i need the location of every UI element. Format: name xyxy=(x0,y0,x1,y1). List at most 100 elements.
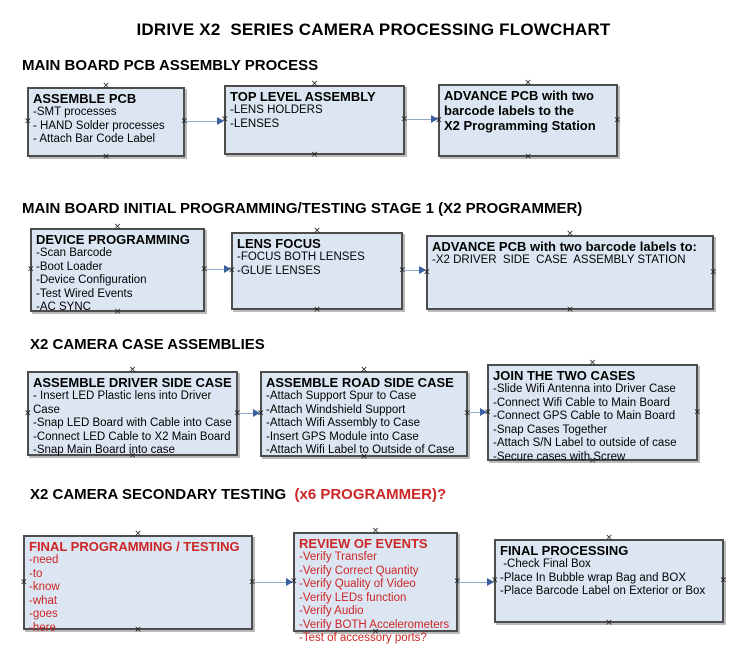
flow-arrow xyxy=(239,409,260,418)
box-item: -Device Configuration xyxy=(36,274,147,286)
box-title: REVIEW OF EVENTS xyxy=(299,536,428,551)
box-item: -Attach Wifi Assembly to Case xyxy=(266,417,421,429)
box-title: DEVICE PROGRAMMING xyxy=(36,232,190,247)
box-item: -Attach Support Spur to Case xyxy=(266,390,417,402)
flow-arrow xyxy=(406,115,438,124)
anchor-top-icon: × xyxy=(588,358,597,368)
box-item: -Attach S/N Label to outside of case xyxy=(493,437,677,449)
box-item: -here xyxy=(29,621,56,634)
flow-box-join-the-two-cases: JOIN THE TWO CASES -Slide Wifi Antenna i… xyxy=(484,359,701,466)
box-item: -AC SYNC xyxy=(36,301,91,313)
box-title: TOP LEVEL ASSEMBLY xyxy=(230,89,376,104)
anchor-bottom-icon: × xyxy=(605,618,613,628)
box-item: -X2 DRIVER SIDE CASE ASSEMBLY STATION xyxy=(432,254,686,266)
box-item: -Connect Wifi Cable to Main Board xyxy=(493,396,671,409)
box-item: -to xyxy=(29,567,43,580)
flow-arrow xyxy=(206,265,231,274)
anchor-top-icon: × xyxy=(102,81,110,91)
box-item: -Secure cases with Screw xyxy=(493,450,626,463)
flow-box-review-of-events: REVIEW OF EVENTS -Verify Transfer -Verif… xyxy=(290,527,461,645)
section-heading-initial-programming: MAIN BOARD INITIAL PROGRAMMING/TESTING S… xyxy=(22,200,583,217)
box-item: - Attach Bar Code Label xyxy=(33,133,156,145)
box-item: -Connect LED Cable to X2 Main Board xyxy=(33,430,231,443)
anchor-top-icon: × xyxy=(128,365,137,375)
flow-arrow xyxy=(469,408,487,417)
anchor-left-icon: × xyxy=(20,577,28,587)
flow-box-lens-focus: LENS FOCUS -FOCUS BOTH LENSES -GLUE LENS… xyxy=(228,227,406,315)
anchor-right-icon: × xyxy=(719,575,727,586)
anchor-bottom-icon: × xyxy=(310,150,319,160)
box-item: -Attach Windshield Support xyxy=(266,403,406,416)
box-item: -Verify Audio xyxy=(299,605,364,617)
box-item: -Verify BOTH Accelerometers xyxy=(299,618,450,631)
flow-arrow xyxy=(459,578,494,587)
box-title: JOIN THE TWO CASES xyxy=(493,368,636,383)
flow-arrow xyxy=(254,578,293,587)
flow-box-top-level-assembly: TOP LEVEL ASSEMBLY -LENS HOLDERS -LENSES… xyxy=(221,80,408,160)
box-item: -Verify Correct Quantity xyxy=(299,564,419,577)
page-title: IDRIVE X2 SERIES CAMERA PROCESSING FLOWC… xyxy=(136,20,611,39)
heading-red-part: (x6 PROGRAMMER)? xyxy=(294,486,447,503)
flow-box-assemble-driver-side-case: ASSEMBLE DRIVER SIDE CASE - Insert LED P… xyxy=(24,366,241,461)
anchor-top-icon: × xyxy=(134,529,142,539)
box-item: -Insert GPS Module into Case xyxy=(266,430,419,443)
flow-box-assemble-pcb: ASSEMBLE PCB -SMT processes - HAND Solde… xyxy=(24,82,188,162)
box-item: -Snap Cases Together xyxy=(493,423,608,436)
anchor-bottom-icon: × xyxy=(313,305,321,315)
section-heading-case-assemblies: X2 CAMERA CASE ASSEMBLIES xyxy=(30,336,265,353)
box-item: -LENSES xyxy=(230,117,280,130)
flow-box-final-processing: FINAL PROCESSING -Check Final Box -Place… xyxy=(491,534,727,628)
box-item: -Verify Quality of Video xyxy=(299,578,416,590)
anchor-right-icon: × xyxy=(709,267,717,277)
box-title: ASSEMBLE DRIVER SIDE CASE xyxy=(33,375,232,390)
box-item: -Scan Barcode xyxy=(36,247,113,259)
flow-box-advance-pcb-programming: ADVANCE PCB with two barcode labels to t… xyxy=(435,79,621,162)
box-title: FINAL PROCESSING xyxy=(500,543,629,558)
box-item: -Connect GPS Cable to Main Board xyxy=(493,410,676,422)
flow-arrow xyxy=(186,117,224,126)
box-item: -Test Wired Events xyxy=(36,287,133,300)
anchor-left-icon: × xyxy=(24,116,32,127)
box-item: -LENS HOLDERS xyxy=(230,104,323,116)
flow-box-advance-pcb-driver-side: ADVANCE PCB with two barcode labels to: … xyxy=(423,230,717,315)
anchor-top-icon: × xyxy=(360,365,368,375)
box-item: -Verify Transfer xyxy=(299,551,377,563)
section-heading-secondary-testing: X2 CAMERA SECONDARY TESTING (x6 PROGRAMM… xyxy=(30,486,446,503)
box-item: -Boot Loader xyxy=(36,260,103,273)
box-item: -Attach Wifi Label to Outside of Case xyxy=(266,444,455,456)
anchor-top-icon: × xyxy=(113,222,122,232)
anchor-left-icon: × xyxy=(24,408,32,418)
box-item: -Place In Bubble wrap Bag and BOX xyxy=(500,571,687,584)
box-item: -Snap Main Board into case xyxy=(33,444,175,456)
box-title: LENS FOCUS xyxy=(237,236,321,251)
anchor-bottom-icon: × xyxy=(524,152,532,162)
anchor-bottom-icon: × xyxy=(102,152,110,162)
anchor-bottom-icon: × xyxy=(566,305,574,315)
box-title: ASSEMBLE PCB xyxy=(33,91,137,106)
box-title: FINAL PROGRAMMING / TESTING xyxy=(29,539,240,554)
flow-box-device-programming: DEVICE PROGRAMMING -Scan Barcode -Boot L… xyxy=(27,223,208,317)
anchor-top-icon: × xyxy=(566,229,574,239)
box-item: -Snap LED Board with Cable into Case xyxy=(33,417,232,429)
anchor-right-icon: × xyxy=(613,115,621,125)
flow-box-assemble-road-side-case: ASSEMBLE ROAD SIDE CASE -Attach Support … xyxy=(257,366,471,462)
box-item: -FOCUS BOTH LENSES xyxy=(237,251,365,263)
box-item: -need xyxy=(29,554,59,566)
anchor-top-icon: × xyxy=(524,78,532,88)
box-item: -goes xyxy=(29,608,58,620)
box-item: -Place Barcode Label on Exterior or Box xyxy=(500,585,706,597)
box-item: -Verify LEDs function xyxy=(299,591,407,604)
box-item: -Slide Wifi Antenna into Driver Case xyxy=(493,383,676,395)
box-title: ADVANCE PCB with two barcode labels to t… xyxy=(444,88,596,133)
box-item: -Test of accessory ports? xyxy=(299,632,427,644)
section-heading-pcb-assembly: MAIN BOARD PCB ASSEMBLY PROCESS xyxy=(22,57,319,74)
anchor-top-icon: × xyxy=(313,226,321,236)
flow-box-final-programming-testing: FINAL PROGRAMMING / TESTING -need -to -k… xyxy=(20,530,256,635)
anchor-top-icon: × xyxy=(310,79,319,89)
anchor-top-icon: × xyxy=(371,526,380,536)
box-item: -what xyxy=(29,594,58,607)
flow-arrow xyxy=(404,266,426,275)
box-item: -SMT processes xyxy=(33,106,117,118)
box-item: -GLUE LENSES xyxy=(237,264,321,277)
box-item: -Check Final Box xyxy=(500,558,591,570)
